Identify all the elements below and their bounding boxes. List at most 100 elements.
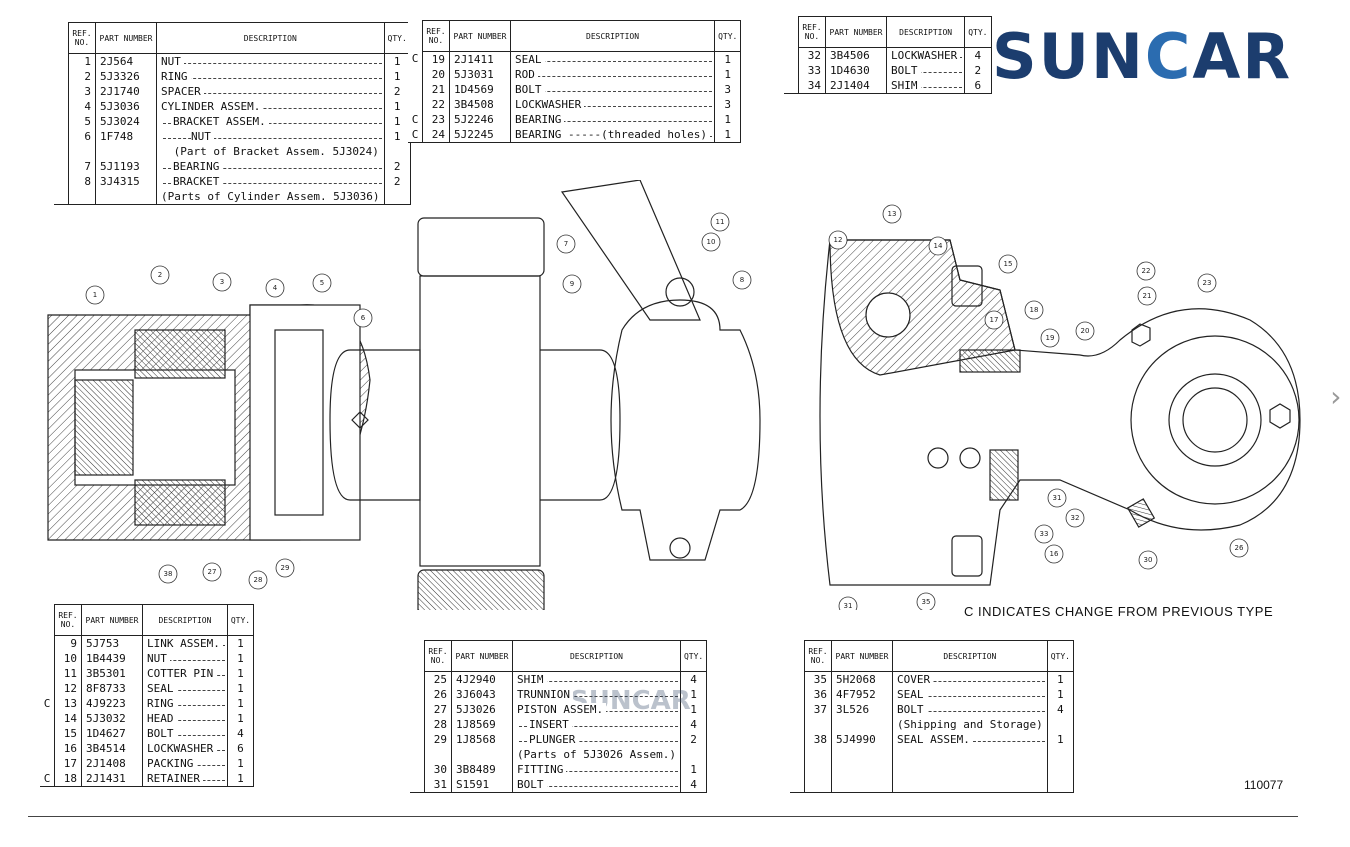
quantity	[1046, 717, 1074, 732]
bottom-rule	[28, 816, 1298, 817]
change-marker	[790, 672, 805, 688]
ref-number: 20	[422, 67, 450, 82]
ref-number: 13	[54, 696, 82, 711]
description: BEARING -----(threaded holes)	[509, 127, 716, 143]
part-number: 4F7952	[831, 687, 893, 702]
description: (Shipping and Storage)	[892, 717, 1048, 732]
column-header-pn: PART NUMBER	[81, 604, 143, 636]
description: PLUNGER	[512, 732, 681, 747]
column-header-ds: DESCRIPTION	[512, 640, 681, 672]
quantity	[1046, 777, 1074, 793]
description: BOLT	[512, 777, 681, 793]
description: LOCKWASHER	[885, 47, 966, 63]
description: CYLINDER ASSEM.	[156, 99, 385, 114]
ref-number: 33	[798, 63, 826, 78]
quantity: 2	[964, 63, 992, 78]
table-row: (Parts of 5J3026 Assem.)	[410, 747, 708, 762]
change-marker	[40, 666, 55, 681]
description: PISTON ASSEM.	[512, 702, 681, 717]
svg-text:26: 26	[1235, 544, 1244, 552]
column-header-ds: DESCRIPTION	[885, 16, 966, 48]
part-number: 1D4627	[81, 726, 143, 741]
description: BEARING	[156, 159, 385, 174]
change-marker	[40, 711, 55, 726]
change-marker	[40, 651, 55, 666]
ref-number: 35	[804, 671, 832, 687]
quantity: 1	[1046, 671, 1074, 687]
ref-number: 23	[422, 112, 450, 127]
ref-number	[804, 717, 832, 732]
ref-number: 31	[424, 777, 452, 793]
chevron-right-icon[interactable]: ›	[1327, 380, 1344, 413]
ref-number	[804, 762, 832, 777]
change-marker	[790, 702, 805, 717]
part-number: 3J6043	[451, 687, 513, 702]
quantity	[1046, 762, 1074, 777]
change-note: C INDICATES CHANGE FROM PREVIOUS TYPE	[964, 604, 1274, 619]
quantity: 2	[383, 84, 411, 99]
quantity: 1	[714, 127, 742, 143]
part-number	[95, 189, 157, 205]
description: TRUNNION	[512, 687, 681, 702]
change-marker-header	[54, 23, 69, 54]
column-header-qt: QTY.	[714, 20, 742, 52]
svg-text:18: 18	[1030, 306, 1039, 314]
change-marker	[410, 732, 425, 747]
part-number: 5J3036	[95, 99, 157, 114]
column-header-pn: PART NUMBER	[95, 22, 157, 54]
change-marker	[54, 129, 69, 144]
table-row	[790, 777, 1074, 793]
description: INSERT	[512, 717, 681, 732]
change-marker	[54, 69, 69, 84]
svg-text:21: 21	[1143, 292, 1152, 300]
part-number: 2J1408	[81, 756, 143, 771]
part-number: 5J3026	[451, 702, 513, 717]
part-number: S1591	[451, 777, 513, 793]
part-number: 1J8569	[451, 717, 513, 732]
description: SHIM	[512, 671, 681, 687]
svg-text:1: 1	[93, 291, 97, 299]
change-marker	[54, 189, 69, 205]
part-number: 5J753	[81, 635, 143, 651]
svg-text:9: 9	[570, 280, 574, 288]
change-marker: C	[43, 696, 51, 710]
svg-text:2: 2	[158, 271, 162, 279]
quantity: 1	[226, 771, 255, 787]
ref-number: 3	[68, 84, 96, 99]
ref-number: 11	[54, 666, 82, 681]
quantity: 1	[226, 635, 255, 651]
quantity: 4	[1046, 702, 1074, 717]
svg-text:15: 15	[1004, 260, 1013, 268]
description: LINK ASSEM.	[142, 635, 228, 651]
change-marker-header	[784, 17, 799, 48]
quantity: 4	[679, 717, 708, 732]
ref-number: 25	[424, 671, 452, 687]
ref-number	[424, 747, 452, 762]
suncar-logo: SUNCAR	[992, 20, 1293, 93]
change-marker	[410, 747, 425, 762]
description: LOCKWASHER	[142, 741, 228, 756]
part-number: 3B4514	[81, 741, 143, 756]
table-row: (Parts of Cylinder Assem. 5J3036)	[54, 189, 411, 205]
description: RING	[156, 69, 385, 84]
description: BOLT	[142, 726, 228, 741]
part-number: 1F748	[95, 129, 157, 144]
part-number: 2J1411	[449, 51, 511, 67]
ref-number: 37	[804, 702, 832, 717]
description	[892, 777, 1048, 793]
part-number: 2J1404	[825, 78, 887, 94]
change-marker	[410, 717, 425, 732]
